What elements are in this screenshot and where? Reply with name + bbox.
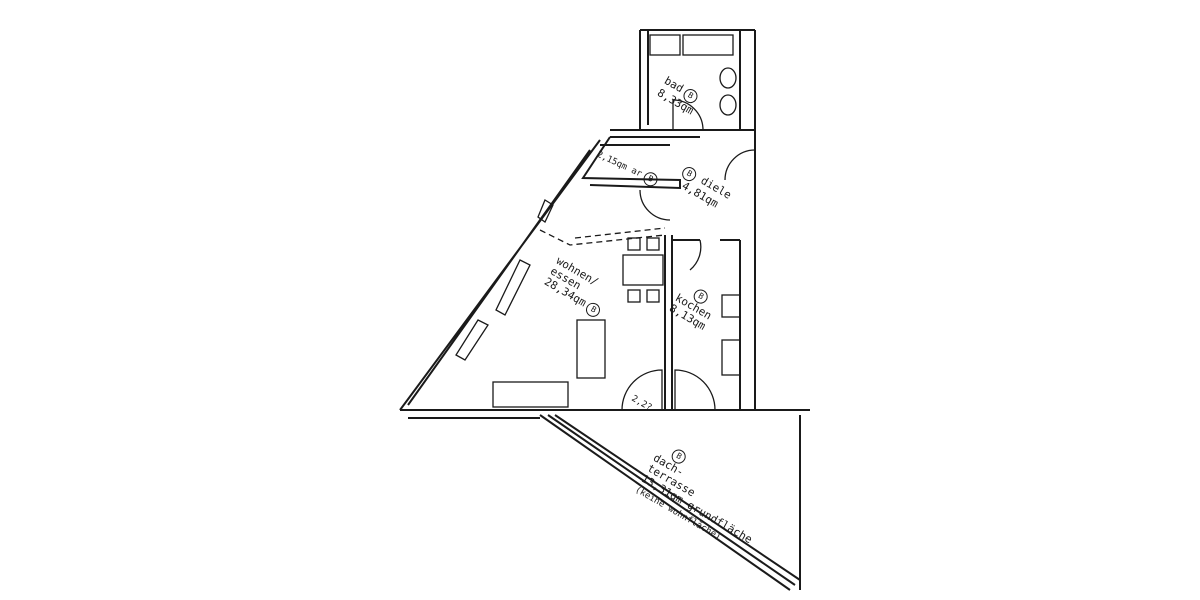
toilet (719, 94, 737, 116)
dining-table (622, 254, 664, 286)
kitchen-sink (721, 339, 741, 376)
bathtub (649, 34, 681, 56)
room-name: ar (629, 165, 644, 180)
sofa (492, 381, 569, 408)
doors (621, 99, 756, 411)
armchair (576, 319, 606, 379)
walls (399, 29, 810, 591)
furniture (455, 34, 741, 408)
stove (721, 294, 741, 318)
sink (719, 67, 737, 89)
